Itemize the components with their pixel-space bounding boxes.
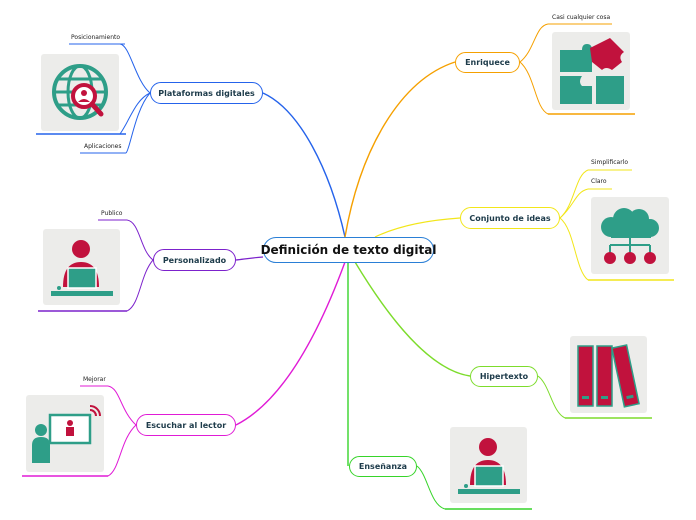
subtopic-simplificarlo[interactable]: Simplificarlo — [591, 159, 629, 166]
connector-personalizado — [235, 256, 264, 261]
subtopic-claro[interactable]: Claro — [591, 178, 607, 185]
subtopic-mejorar[interactable]: Mejorar — [83, 376, 106, 383]
person-computer-icon — [450, 427, 527, 503]
connector-enriquece — [344, 61, 456, 238]
topic-escuchar-al-lector[interactable]: Escuchar al lector — [136, 414, 236, 436]
connector-hipertexto — [354, 261, 471, 377]
topic-ensenanza[interactable]: Enseñanza — [349, 456, 417, 477]
connector-escuchar — [235, 261, 346, 426]
binders-icon — [570, 336, 647, 413]
puzzle-icon — [552, 32, 630, 110]
connector-conjunto — [374, 217, 461, 238]
globe-search-icon — [41, 54, 119, 131]
topic-plataformas-digitales[interactable]: Plataformas digitales — [150, 82, 263, 104]
subtopic-posicionamiento[interactable]: Posicionamiento — [71, 34, 121, 41]
connector-plataformas — [262, 92, 346, 238]
topic-conjunto-de-ideas[interactable]: Conjunto de ideas — [460, 207, 560, 229]
subtopic-casi-cualquier-cosa[interactable]: Casi cualquier cosa — [552, 14, 611, 21]
presentation-person-icon — [26, 395, 104, 472]
subtopic-aplicaciones[interactable]: Aplicaciones — [84, 143, 122, 150]
central-topic[interactable]: Definición de texto digital — [261, 237, 436, 263]
subtopic-publico[interactable]: Publico — [101, 210, 123, 217]
topic-enriquece[interactable]: Enriquece — [455, 52, 520, 73]
topic-personalizado[interactable]: Personalizado — [153, 249, 236, 271]
cloud-network-icon — [591, 197, 669, 274]
topic-hipertexto[interactable]: Hipertexto — [470, 366, 538, 387]
person-computer-icon — [43, 229, 120, 305]
